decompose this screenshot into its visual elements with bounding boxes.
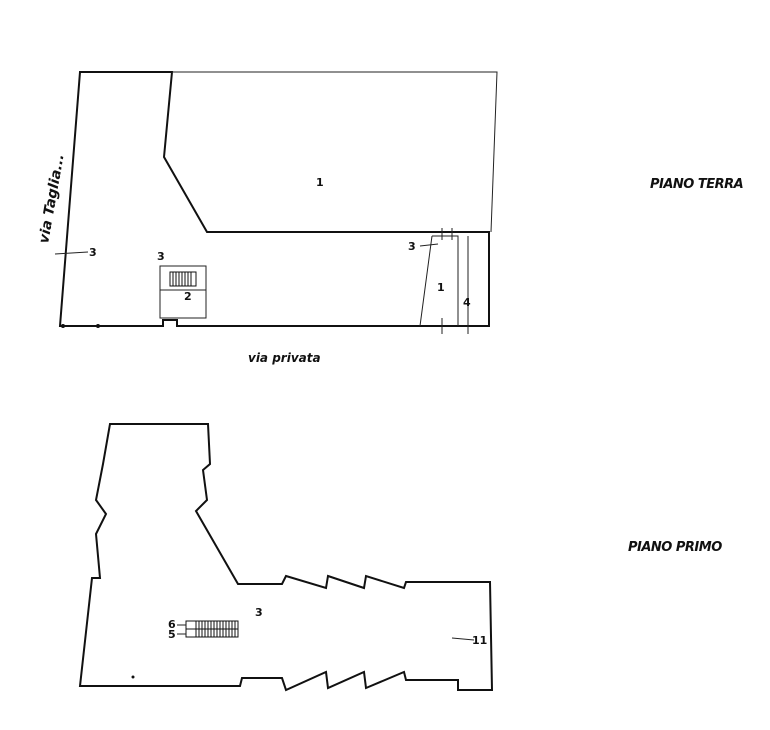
first-floor-title: PIANO PRIMO — [628, 540, 722, 555]
room-label: 2 — [184, 290, 192, 303]
service-block — [419, 235, 469, 327]
room-label: 1 — [437, 281, 445, 294]
room-label: 5 — [168, 628, 176, 641]
room-label: 6 — [168, 618, 176, 631]
stair-box — [159, 265, 207, 319]
leader-line-3-right — [419, 243, 439, 247]
street-label-left: via Taglia... — [36, 153, 67, 245]
courtyard-boundary — [172, 71, 498, 233]
room-label: 11 — [472, 634, 487, 647]
corner-dot — [61, 324, 65, 328]
first-floor-stair — [185, 620, 239, 638]
room-label: 3 — [408, 240, 416, 253]
ground-marker-lines — [441, 228, 469, 334]
leader-line-3-left — [54, 251, 89, 255]
stair-steps — [169, 271, 197, 287]
leader-line-6-5 — [177, 624, 186, 635]
ground-floor-title: PIANO TERRA — [650, 177, 743, 192]
first-floor-outline — [78, 423, 494, 692]
first-floor-plan: 3 6 5 11 PIANO PRIMO — [78, 423, 723, 692]
street-label-bottom: via privata — [248, 351, 321, 365]
room-label: 3 — [157, 250, 165, 263]
ground-floor-outline — [58, 71, 490, 327]
room-label: 4 — [463, 296, 471, 309]
room-label: 3 — [255, 606, 263, 619]
room-label: 3 — [89, 246, 97, 259]
corner-dot — [96, 324, 100, 328]
ground-floor-plan: 1 3 3 2 3 1 4 via Taglia... via privata … — [36, 71, 744, 365]
room-label: 1 — [316, 176, 324, 189]
leader-line-11 — [451, 637, 475, 641]
plan-dot — [131, 675, 135, 679]
